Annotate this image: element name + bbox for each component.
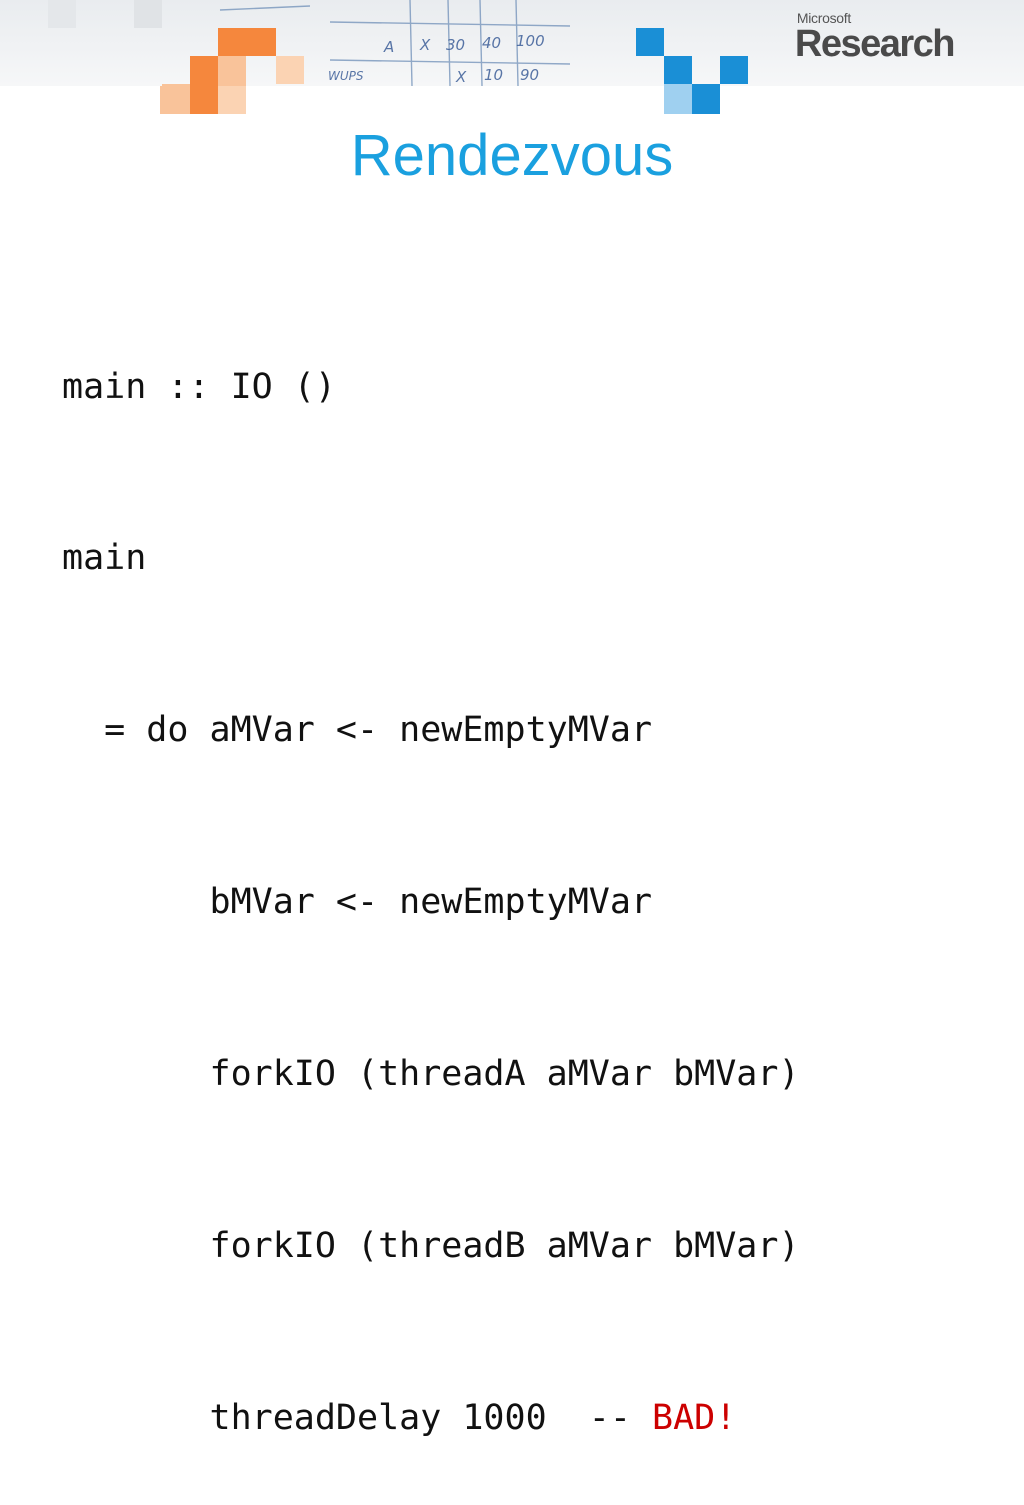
decorative-square	[160, 86, 190, 114]
decorative-square	[246, 28, 276, 56]
header-band: A X 30 40 100 X 10 90 WUPS Microsoft Res…	[0, 0, 1024, 86]
decorative-square	[664, 86, 692, 114]
sketch-label: 10	[484, 66, 503, 84]
decorative-square	[664, 56, 692, 84]
sketch-grid: A X 30 40 100 X 10 90 WUPS	[219, 0, 571, 86]
decorative-square	[636, 28, 664, 56]
code-text: forkIO (threadA aMVar bMVar)	[62, 1054, 800, 1095]
decorative-square	[720, 56, 748, 84]
decorative-square	[218, 56, 246, 86]
sketch-label: 30	[446, 36, 465, 54]
code-line: threadDelay 1000 -- BAD!	[62, 1390, 800, 1447]
code-text: main	[62, 538, 147, 579]
sketch-label: 40	[482, 34, 501, 52]
decorative-square	[162, 84, 190, 86]
logo-division: Research	[794, 23, 956, 65]
decorative-square	[134, 0, 162, 28]
code-text: forkIO (threadB aMVar bMVar)	[62, 1226, 800, 1267]
sketch-label: 90	[520, 66, 539, 84]
code-line: forkIO (threadB aMVar bMVar)	[62, 1218, 800, 1275]
code-text: main :: IO ()	[62, 366, 336, 407]
code-block: main :: IO () main = do aMVar <- newEmpt…	[62, 244, 800, 1505]
logo-company: Microsoft	[796, 10, 851, 26]
code-line: main :: IO ()	[62, 359, 800, 416]
decorative-square	[692, 86, 720, 114]
code-line: = do aMVar <- newEmptyMVar	[62, 702, 800, 759]
code-line: bMVar <- newEmptyMVar	[62, 874, 800, 931]
decorative-square	[190, 56, 218, 86]
code-text: bMVar <- newEmptyMVar	[62, 882, 653, 923]
sketch-label: X	[455, 68, 467, 86]
code-line: main	[62, 530, 800, 587]
microsoft-research-logo: Microsoft Research	[794, 10, 956, 65]
bad-comment-highlight: BAD!	[652, 1397, 737, 1438]
sketch-label: A	[383, 38, 394, 56]
decorative-square	[664, 84, 692, 86]
decorative-square	[692, 84, 720, 86]
slide-title: Rendezvous	[350, 123, 674, 188]
decorative-square	[218, 86, 246, 114]
decorative-square	[48, 0, 76, 28]
code-text: = do aMVar <- newEmptyMVar	[62, 710, 653, 751]
code-line: forkIO (threadA aMVar bMVar)	[62, 1046, 800, 1103]
decorative-square	[190, 86, 218, 114]
sketch-label: X	[419, 36, 431, 54]
sketch-label: 100	[516, 32, 545, 50]
sketch-label: WUPS	[328, 69, 364, 83]
decorative-square	[276, 56, 304, 84]
code-text: threadDelay 1000 --	[62, 1397, 653, 1438]
decorative-square	[218, 28, 246, 56]
